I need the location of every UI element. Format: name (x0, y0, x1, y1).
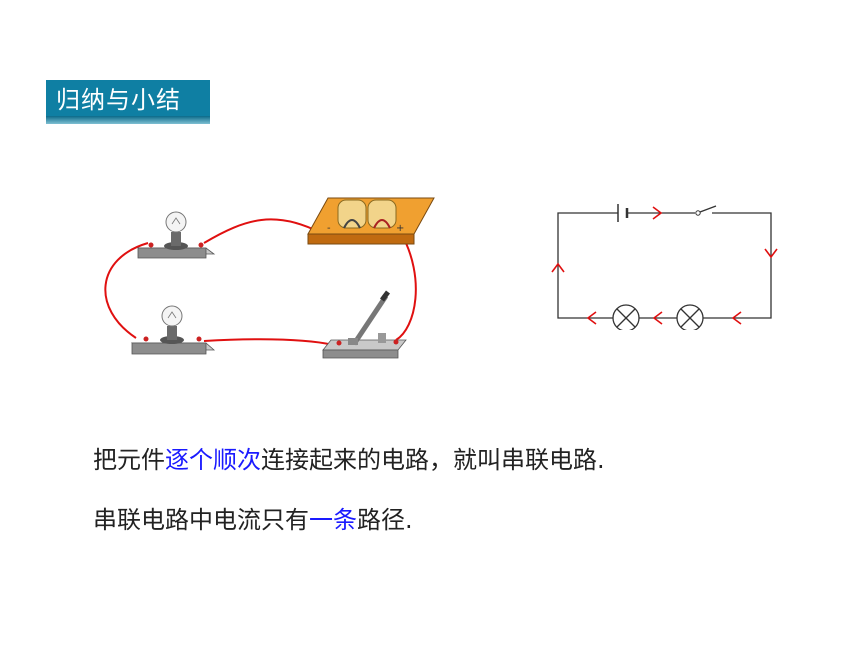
current-arrow-left (652, 311, 663, 325)
current-path-line: 串联电路中电流只有一条路径. (93, 504, 413, 536)
current-arrow-left (586, 311, 597, 325)
wire-top (203, 218, 322, 244)
definition-text-start: 把元件 (93, 446, 165, 474)
bulb-icon (136, 211, 216, 259)
switch-symbol (699, 205, 717, 213)
lamp-symbol-icon (612, 304, 640, 330)
section-title: 归纳与小结 (56, 86, 181, 114)
current-path-highlight: 一条 (309, 506, 357, 534)
current-path-text-start: 串联电路中电流只有 (93, 506, 309, 534)
circuit-schematic (551, 204, 778, 330)
switch-symbol (695, 210, 701, 216)
wire-bottom (203, 338, 345, 349)
bulb-icon (130, 305, 216, 355)
svg-text:-: - (327, 223, 331, 234)
battery-icon: - + (307, 197, 435, 245)
switch-icon (322, 290, 407, 359)
lamp-symbol-icon (676, 304, 704, 330)
svg-text:+: + (396, 223, 404, 234)
schematic-wire (557, 212, 772, 319)
current-arrow-up (551, 262, 565, 273)
definition-highlight: 逐个顺次 (165, 446, 261, 474)
wire-right (395, 232, 417, 341)
wire-left (104, 242, 149, 339)
circuit-photo-illustration: - + (104, 197, 435, 359)
title-shadow (46, 116, 210, 124)
current-arrow-down (764, 248, 778, 259)
current-arrow-left (731, 311, 742, 325)
current-arrow-right (652, 206, 663, 220)
title-background (46, 80, 210, 120)
definition-line: 把元件逐个顺次连接起来的电路，就叫串联电路. (93, 444, 605, 476)
definition-text-end: 连接起来的电路，就叫串联电路. (261, 446, 605, 474)
section-title-badge: 归纳与小结 (46, 80, 210, 124)
current-path-text-end: 路径. (357, 506, 413, 534)
